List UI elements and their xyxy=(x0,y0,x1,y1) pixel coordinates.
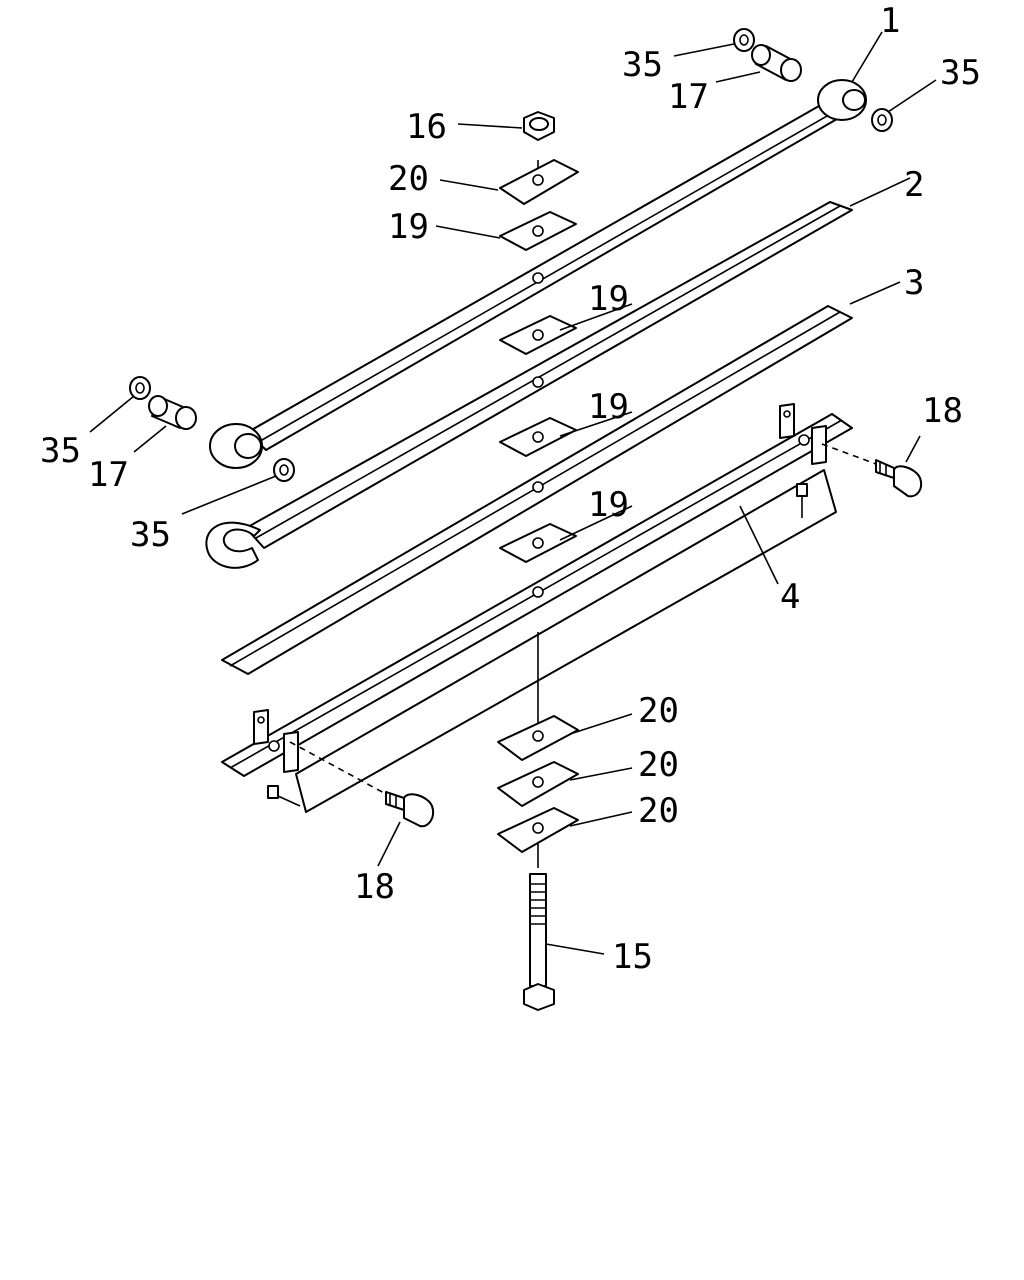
washer-35-lower xyxy=(273,458,295,482)
pad-19-c xyxy=(499,417,577,457)
callout-1: 1 xyxy=(880,1,900,41)
center-bolt-15 xyxy=(523,873,555,1011)
callout-17-top: 17 xyxy=(668,77,709,117)
callout-20-a: 20 xyxy=(638,691,679,731)
plate-20-top xyxy=(499,159,579,205)
pad-19-d xyxy=(499,523,577,563)
nut-16 xyxy=(523,111,555,141)
callout-16: 16 xyxy=(406,107,447,147)
plate-20-a xyxy=(497,715,579,761)
callout-35-lower: 35 xyxy=(130,515,171,555)
leaf-spring-4 xyxy=(221,403,853,813)
callout-18-right: 18 xyxy=(922,391,963,431)
leaf-spring-1 xyxy=(209,79,867,469)
callout-20-b: 20 xyxy=(638,745,679,785)
bushing-17-top xyxy=(751,44,802,82)
callout-19-a: 19 xyxy=(388,207,429,247)
pad-19-a xyxy=(499,211,577,251)
callout-2: 2 xyxy=(904,165,924,205)
callout-15: 15 xyxy=(612,937,653,977)
callout-3: 3 xyxy=(904,263,924,303)
callout-35-left: 35 xyxy=(40,431,81,471)
clip-bolt-18-bottom xyxy=(289,741,434,828)
bushing-17-left xyxy=(148,395,197,430)
callout-20-top: 20 xyxy=(388,159,429,199)
pad-19-b xyxy=(499,315,577,355)
callout-20-c: 20 xyxy=(638,791,679,831)
plate-20-c xyxy=(497,807,579,853)
callout-35-right: 35 xyxy=(940,53,981,93)
washer-35-left xyxy=(129,376,151,400)
callout-19-b: 19 xyxy=(588,279,629,319)
callout-4: 4 xyxy=(780,577,800,617)
callout-19-d: 19 xyxy=(588,485,629,525)
callout-19-c: 19 xyxy=(588,387,629,427)
leaf-spring-3 xyxy=(221,305,853,675)
leaf-spring-2 xyxy=(205,201,853,569)
washer-35-right xyxy=(871,108,893,132)
plate-20-b xyxy=(497,761,579,807)
callout-17-left: 17 xyxy=(88,455,129,495)
callout-18-bottom: 18 xyxy=(354,867,395,907)
washer-35-top xyxy=(733,28,755,52)
clip-bolt-18-right xyxy=(821,443,922,498)
callout-35-top: 35 xyxy=(622,45,663,85)
